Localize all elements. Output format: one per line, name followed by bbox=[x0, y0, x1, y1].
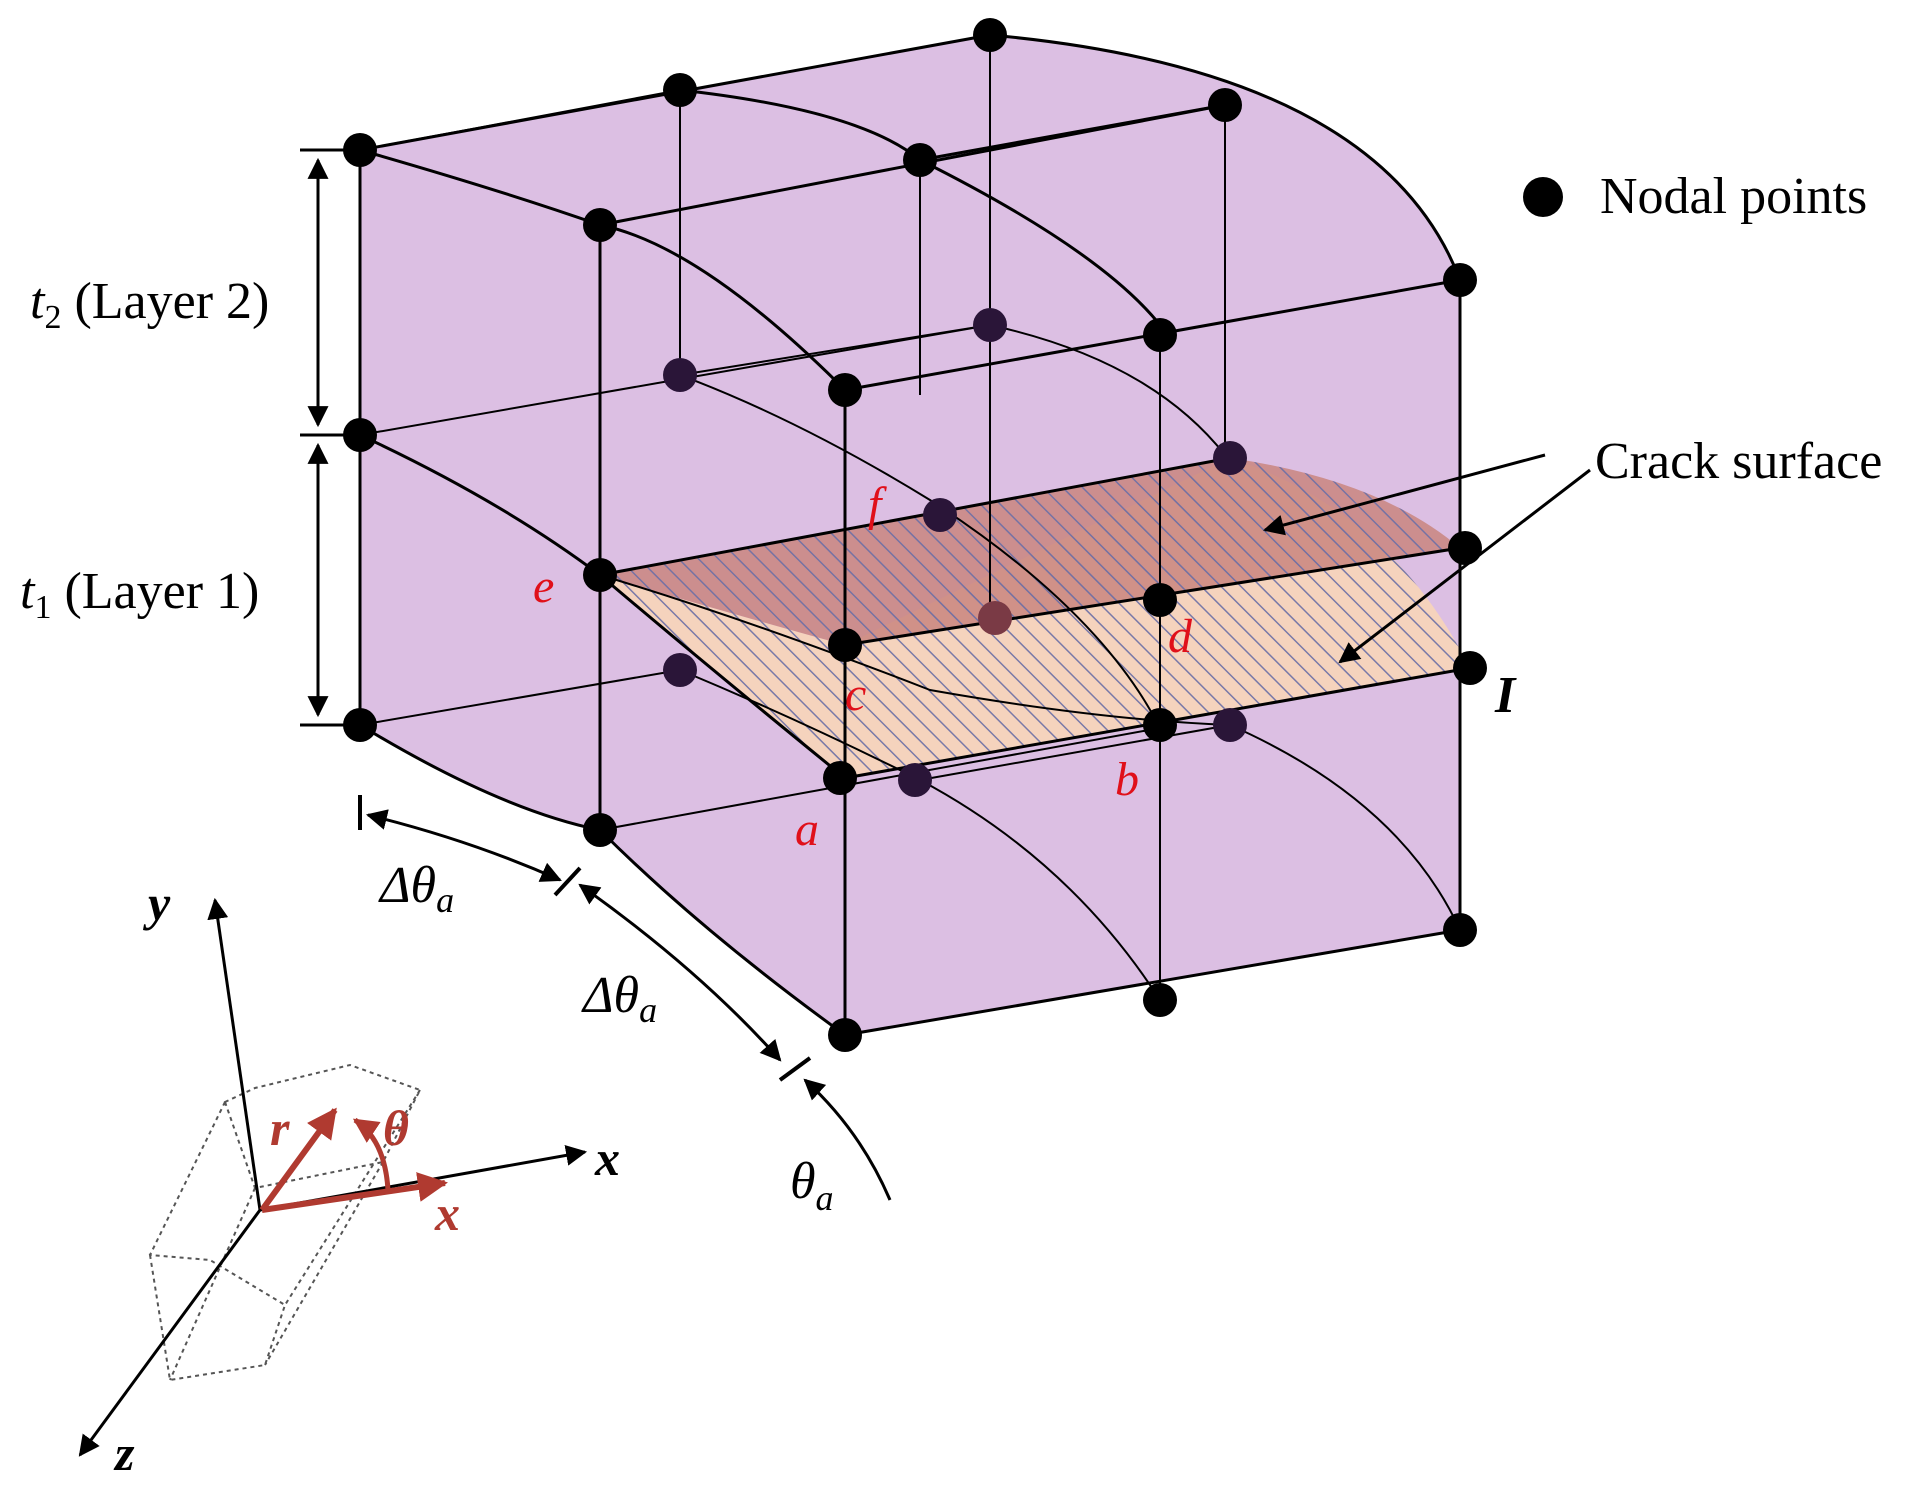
node bbox=[343, 708, 377, 742]
node-d bbox=[1143, 583, 1177, 617]
theta-a-arc bbox=[803, 1078, 892, 1201]
t2-label: t2 (Layer 2) bbox=[30, 273, 269, 336]
local-theta-label: θ bbox=[383, 1100, 409, 1156]
node bbox=[663, 358, 697, 392]
node bbox=[1208, 88, 1242, 122]
crack-surface-label: Crack surface bbox=[1595, 433, 1882, 490]
legend-node-icon bbox=[1523, 177, 1563, 217]
legend: Nodal points bbox=[1523, 168, 1867, 225]
theta-a-label: θa bbox=[790, 1153, 834, 1218]
node bbox=[828, 1018, 862, 1052]
pointer-upper-crack bbox=[1262, 453, 1546, 536]
local-cylinder-outline bbox=[148, 1063, 422, 1382]
node bbox=[828, 373, 862, 407]
local-x-label: x bbox=[434, 1185, 460, 1241]
node-label-c: c bbox=[845, 668, 866, 721]
y-axis bbox=[207, 897, 262, 1211]
node-label-I: I bbox=[1494, 667, 1517, 724]
left-face bbox=[360, 150, 600, 830]
nodal-points bbox=[343, 18, 1487, 1052]
node-a bbox=[823, 761, 857, 795]
node bbox=[1143, 983, 1177, 1017]
z-axis bbox=[78, 1209, 262, 1457]
node bbox=[343, 133, 377, 167]
node bbox=[1443, 913, 1477, 947]
node-e bbox=[583, 558, 617, 592]
node-b bbox=[1143, 708, 1177, 742]
local-x-axis bbox=[261, 1172, 448, 1213]
dtheta-arc-2 bbox=[578, 883, 782, 1062]
node bbox=[973, 18, 1007, 52]
node bbox=[978, 601, 1012, 635]
node bbox=[1213, 708, 1247, 742]
node bbox=[663, 73, 697, 107]
dtheta-arc-1 bbox=[365, 809, 562, 882]
local-axes: r θ x bbox=[259, 1100, 460, 1241]
node bbox=[1448, 531, 1482, 565]
node bbox=[583, 208, 617, 242]
node bbox=[343, 418, 377, 452]
legend-label: Nodal points bbox=[1600, 168, 1867, 225]
dimension-marks bbox=[300, 148, 892, 1201]
x-axis-label: x bbox=[594, 1130, 620, 1186]
node-label-d: d bbox=[1168, 610, 1193, 663]
node bbox=[1143, 318, 1177, 352]
node bbox=[583, 813, 617, 847]
dtheta-label-2: Δθa bbox=[581, 967, 657, 1030]
node-label-a: a bbox=[795, 803, 819, 856]
node bbox=[1443, 263, 1477, 297]
dtheta-label-1: Δθa bbox=[378, 857, 454, 920]
node bbox=[663, 653, 697, 687]
node-c bbox=[828, 628, 862, 662]
node-f bbox=[923, 498, 957, 532]
z-axis-label: z bbox=[113, 1425, 135, 1481]
node-label-b: b bbox=[1115, 753, 1139, 806]
node-I bbox=[1453, 651, 1487, 685]
local-r-axis bbox=[259, 1107, 338, 1212]
node bbox=[973, 308, 1007, 342]
top-face bbox=[360, 35, 1460, 390]
crack-surfaces bbox=[600, 458, 1470, 778]
node bbox=[903, 143, 937, 177]
pointer-lower-crack bbox=[1338, 468, 1591, 664]
node bbox=[898, 763, 932, 797]
local-theta-arc bbox=[352, 1117, 391, 1191]
node-label-e: e bbox=[533, 560, 554, 613]
global-axes: y x z bbox=[78, 875, 620, 1481]
node bbox=[1213, 441, 1247, 475]
local-r-label: r bbox=[270, 1100, 290, 1156]
crack-pointers bbox=[1262, 453, 1591, 664]
y-axis-label: y bbox=[143, 875, 171, 931]
t1-label: t1 (Layer 1) bbox=[20, 563, 259, 626]
